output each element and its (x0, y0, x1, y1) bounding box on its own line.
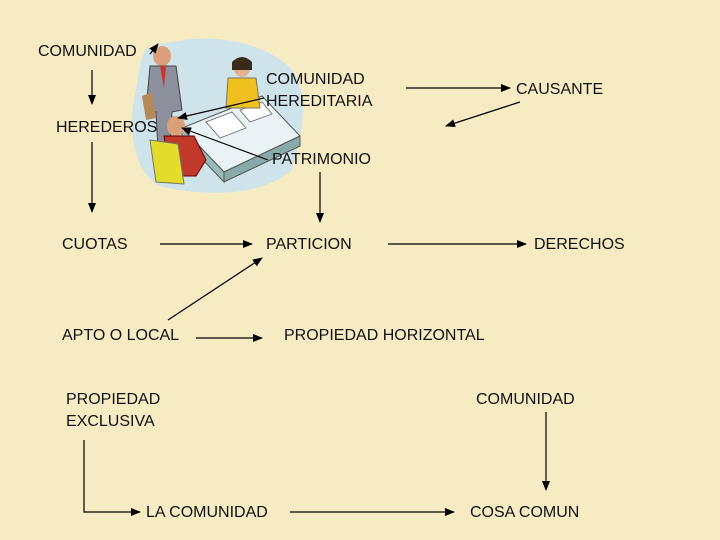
node-comunidad-top: COMUNIDAD (38, 43, 137, 60)
node-comunidad-hereditaria-l1: COMUNIDAD (266, 71, 365, 88)
arrow-hereditaria-herederos (177, 97, 265, 120)
node-propiedad-exclusiva-l1: PROPIEDAD (66, 391, 161, 408)
node-patrimonio: PATRIMONIO (272, 151, 371, 168)
node-propiedad-horizontal: PROPIEDAD HORIZONTAL (284, 327, 485, 344)
node-propiedad-exclusiva-l2: EXCLUSIVA (66, 413, 155, 430)
arrow-patrimonio-herederos (181, 127, 269, 161)
node-cuotas: CUOTAS (62, 236, 128, 253)
node-causante: CAUSANTE (516, 81, 604, 98)
node-comunidad-bottom: COMUNIDAD (476, 391, 575, 408)
node-cosa-comun: COSA COMUN (470, 504, 580, 521)
node-particion: PARTICION (266, 236, 352, 253)
arrow-exclusiva-lacomunidad (83, 440, 141, 516)
arrow-causante-patrimonio (445, 101, 521, 128)
node-herederos: HEREDEROS (56, 119, 158, 136)
node-apto-local: APTO O LOCAL (62, 327, 180, 344)
arrow-apto-particion (167, 257, 263, 321)
node-la-comunidad: LA COMUNIDAD (146, 504, 268, 521)
arrow-comunidad-clip (149, 43, 159, 55)
node-derechos: DERECHOS (534, 236, 625, 253)
node-comunidad-hereditaria-l2: HEREDITARIA (266, 93, 373, 110)
